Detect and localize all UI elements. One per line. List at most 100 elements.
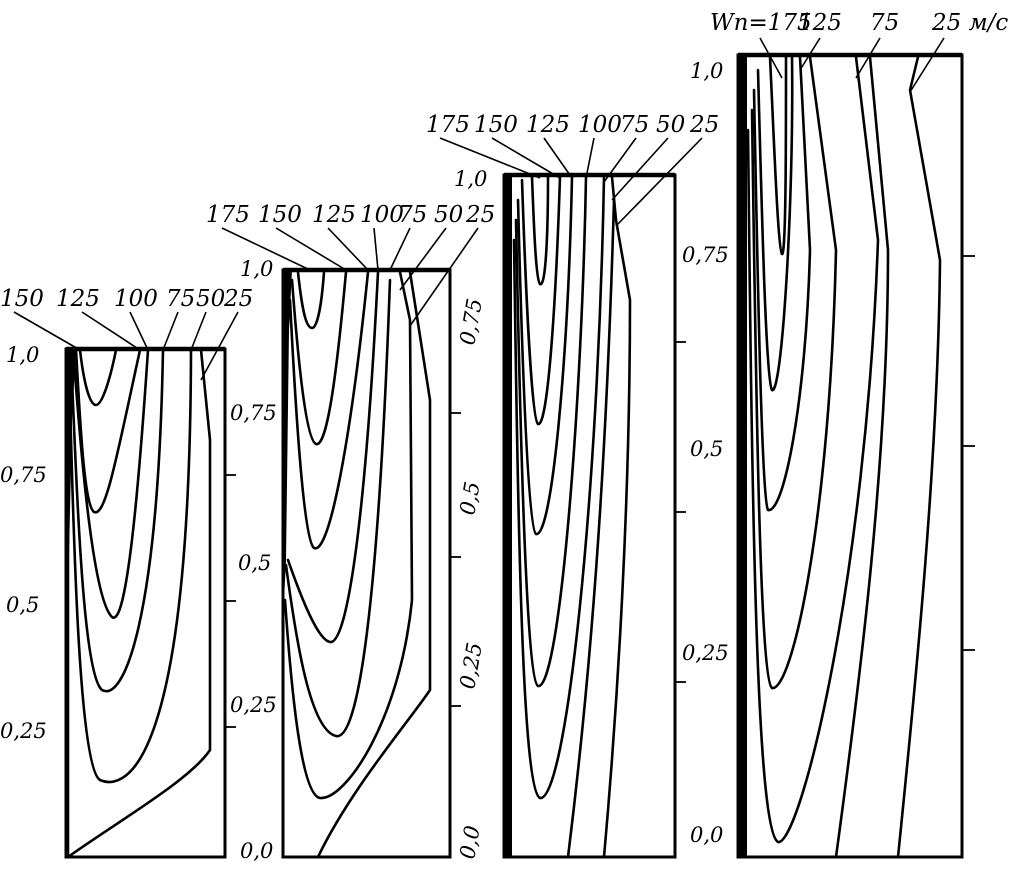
panel-1-contour-label: 75 xyxy=(166,286,195,312)
panel-2-y-tick-label: 1,0 xyxy=(240,257,273,281)
panel-2-leader xyxy=(275,227,347,271)
panel-1-leader xyxy=(13,311,81,351)
panel-2-wall xyxy=(283,270,292,600)
panel-3-contour-label: 150 xyxy=(474,112,518,138)
panel-2-contour-175 xyxy=(296,270,326,330)
panel-4-contour-125 xyxy=(752,55,812,512)
panel-3-contour-125 xyxy=(516,175,574,536)
panel-4-leader xyxy=(759,37,783,79)
panel-4-leader xyxy=(855,37,881,79)
panel-4-contour-label: 25 м/с xyxy=(931,10,1008,36)
panel-3-contour-label: 100 xyxy=(578,112,622,138)
panel-1-contour-150 xyxy=(78,348,118,407)
panel-4-contour-100 xyxy=(750,55,838,690)
panel-1-contour-label: 25 xyxy=(223,286,253,312)
panel-4-contour-150 xyxy=(756,55,794,392)
panel-1-contour-125 xyxy=(74,348,142,514)
panel-3-contour-label: 25 xyxy=(689,112,719,138)
panel-3-leader xyxy=(603,137,637,183)
panel-4-frame xyxy=(736,53,964,859)
panel-3-contour-50 xyxy=(566,198,616,859)
panel-3-contour-label: 175 xyxy=(426,112,470,138)
panel-4-y-tick-label: 0,0 xyxy=(690,823,723,847)
panel-1-leader xyxy=(190,311,207,351)
panel-3-contour-label: 50 xyxy=(656,112,685,138)
panel-2-contour-label: 150 xyxy=(258,202,302,228)
panel-3-contour-150 xyxy=(520,175,562,426)
panel-4-y-tick-label: 0,75 xyxy=(682,243,729,267)
panel-1-contour-50 xyxy=(68,348,193,784)
panel-1-contour-75 xyxy=(70,348,165,693)
panel-2-contour-25 xyxy=(316,270,432,859)
panel-3: 1,0 0,75 0,5 0,25 0,0 175 150 125 100 75… xyxy=(426,112,719,861)
panel-3-contour-label: 75 xyxy=(620,112,649,138)
panel-3-contour-label: 125 xyxy=(526,112,570,138)
panel-3-contour-75 xyxy=(512,175,606,800)
panel-2-contour-label: 50 xyxy=(434,202,463,228)
panel-2-frame xyxy=(281,268,452,859)
panel-3-leader xyxy=(543,137,573,179)
panel-4-leader xyxy=(909,37,945,93)
panel-2-contour-150 xyxy=(290,270,348,446)
panel-2-contour-label: 25 xyxy=(465,202,495,228)
panel-1-contour-label: 125 xyxy=(56,286,100,312)
panel-2-contour-75 xyxy=(284,278,392,738)
panel-4-y-tick-label: 0,5 xyxy=(690,437,723,461)
panel-1-contour-label: 150 xyxy=(0,286,44,312)
panel-4-y-tick-label: 1,0 xyxy=(690,59,723,83)
panel-1-leader xyxy=(129,311,149,351)
panel-1-contour-100 xyxy=(72,348,150,619)
panel-3-y-tick-label: 1,0 xyxy=(454,167,487,191)
panel-2-leader xyxy=(409,227,479,327)
panel-4: 1,0 0,75 0,5 0,25 0,0 Wn=175 125 75 25 м… xyxy=(682,10,1008,859)
panel-1-y-tick-label: 0,25 xyxy=(0,719,47,743)
panel-2-y-tick-label: 0,25 xyxy=(230,693,277,717)
panel-4-wall xyxy=(738,55,747,857)
panel-3-wall xyxy=(504,175,512,857)
panel-4-y-tick-label: 0,25 xyxy=(682,641,729,665)
panel-1-leader xyxy=(200,311,239,381)
panel-4-contour-50 xyxy=(834,55,890,859)
panel-3-leader xyxy=(439,137,541,179)
panel-1-leader xyxy=(162,311,179,351)
panel-1: 1,0 0,75 0,5 0,25 150 125 100 75 50 25 xyxy=(0,286,253,859)
panel-4-contour-175 xyxy=(768,55,788,256)
panel-1-y-tick-label: 0,5 xyxy=(6,593,39,617)
panel-1-contour-label: 100 xyxy=(114,286,158,312)
panel-2-contour-50 xyxy=(283,270,414,800)
panel-2-contour-label: 75 xyxy=(398,202,427,228)
panel-3-y-tick-label: 0,5 xyxy=(455,480,484,517)
panel-3-y-tick-label: 0,75 xyxy=(455,297,487,347)
panel-2-y-tick-label: 0,0 xyxy=(240,839,273,863)
panel-1-contour-label: 50 xyxy=(196,286,225,312)
panel-2-leader xyxy=(389,227,411,271)
panel-1-y-tick-label: 0,75 xyxy=(0,463,47,487)
panel-2-contour-125 xyxy=(288,270,370,550)
panel-4-contour-label: 125 xyxy=(798,10,842,36)
panel-2-leader xyxy=(327,227,369,271)
panel-3-contour-100 xyxy=(514,175,588,688)
panel-1-y-tick-label: 1,0 xyxy=(6,343,39,367)
panel-3-y-tick-label: 0,0 xyxy=(455,824,484,861)
panel-1-contour-25 xyxy=(66,348,212,859)
panel-1-leader xyxy=(81,311,141,351)
panel-2-leader xyxy=(221,227,311,271)
panel-3-leader xyxy=(491,137,561,179)
panel-1-frame xyxy=(64,347,227,859)
panel-4-contour-label: Wn=175 xyxy=(710,10,812,36)
panel-2-y-tick-label: 0,5 xyxy=(238,551,271,575)
panel-4-contour-25 xyxy=(896,55,942,859)
panel-2-leader xyxy=(373,227,379,271)
panel-3-leader xyxy=(615,137,703,227)
panel-3-leader xyxy=(585,137,595,179)
panel-2-leader xyxy=(399,227,447,291)
panel-4-leader xyxy=(799,37,821,71)
panel-3-leader xyxy=(611,137,669,201)
panel-3-contour-175 xyxy=(530,175,550,286)
panel-4-contour-label: 75 xyxy=(870,10,899,36)
panel-3-y-tick-label: 0,25 xyxy=(455,641,487,691)
panel-4-contour-75 xyxy=(746,55,880,844)
panel-2-contour-label: 175 xyxy=(206,202,250,228)
panel-2-contour-100 xyxy=(286,270,380,644)
